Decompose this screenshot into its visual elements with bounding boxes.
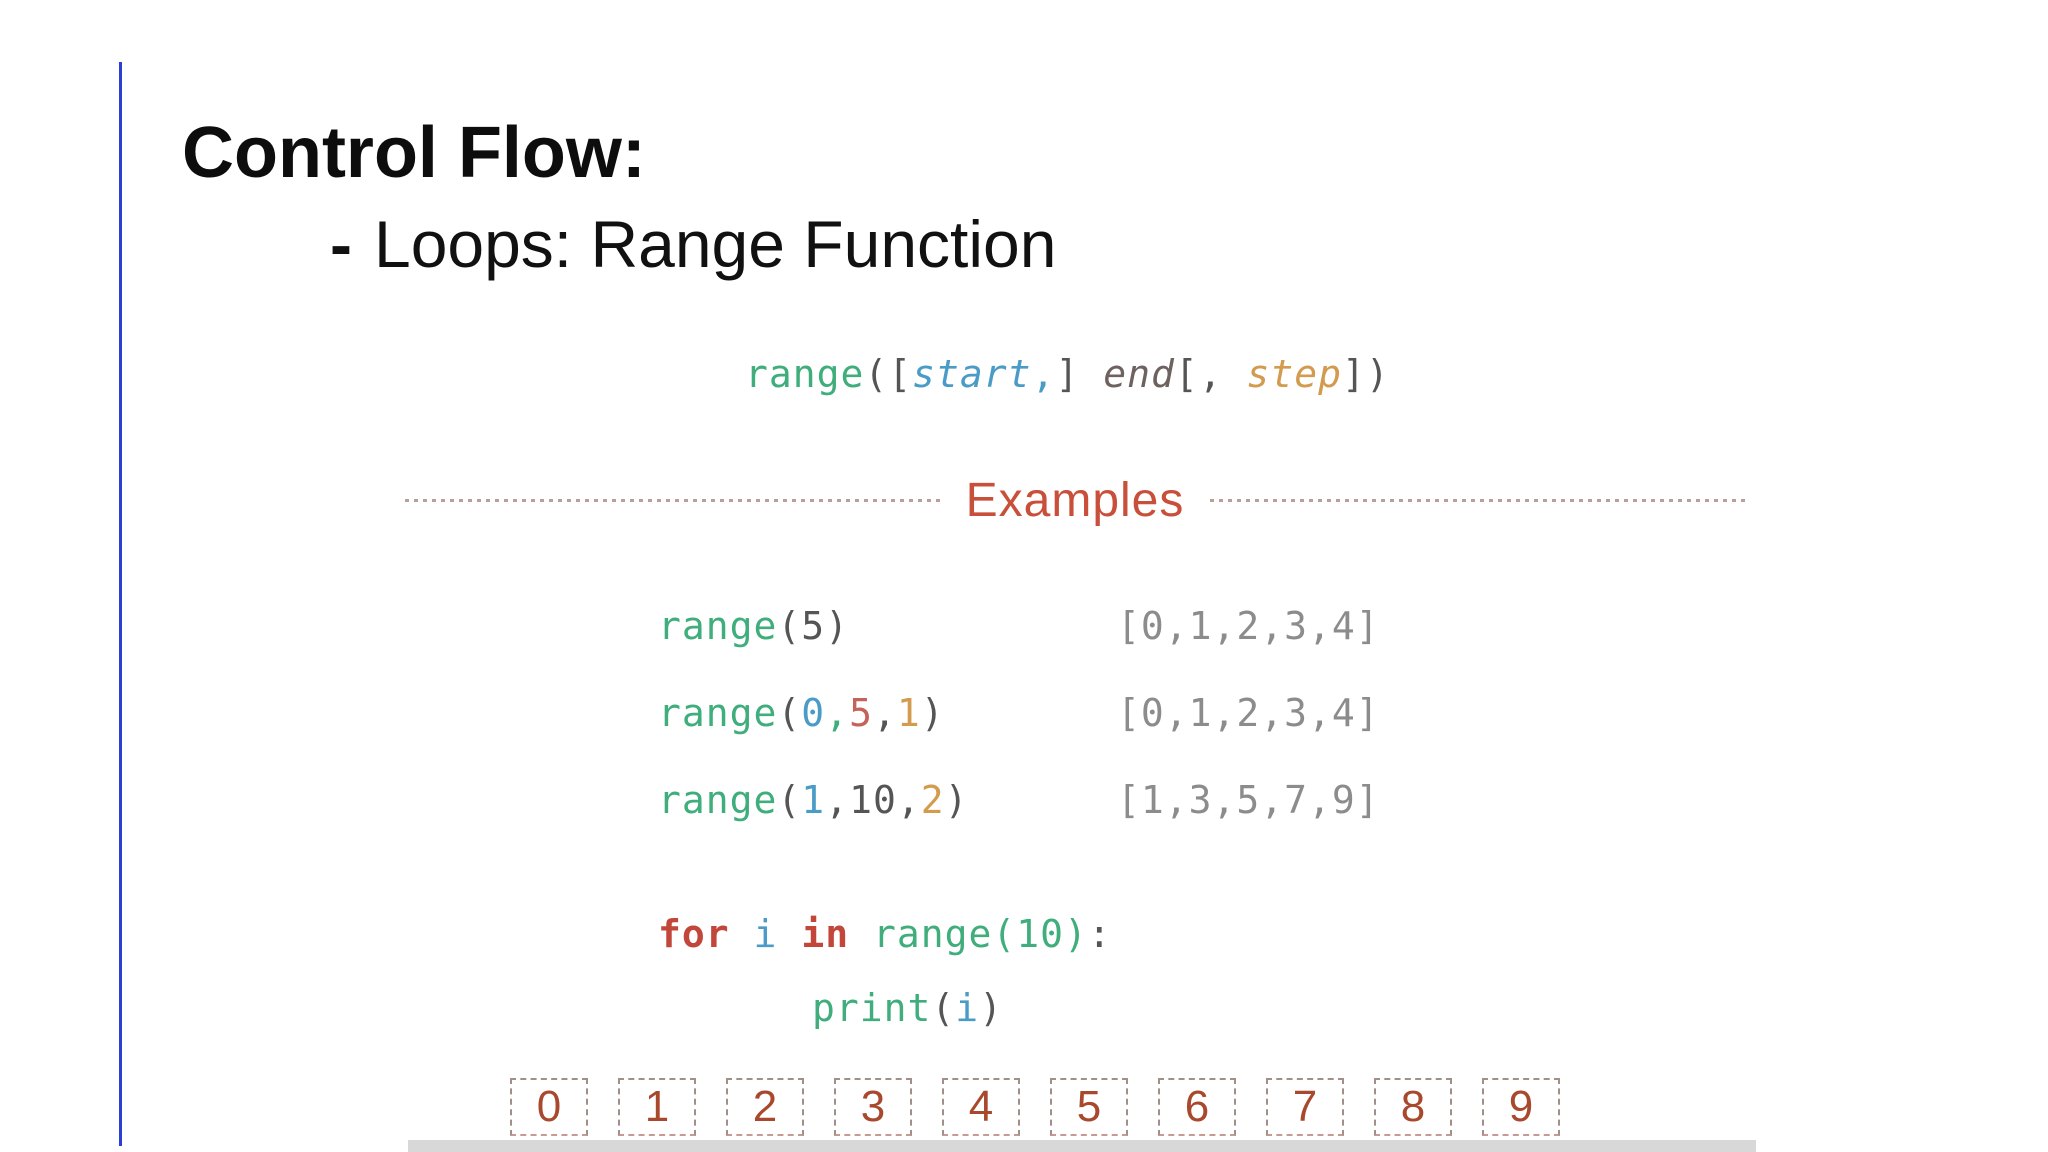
example-row: range(5) [0,1,2,3,4]: [658, 604, 1658, 652]
output-box: 8: [1374, 1078, 1452, 1136]
left-accent-line: [119, 62, 122, 1146]
subtitle-bullet-dash: -: [330, 207, 352, 281]
output-box: 7: [1266, 1078, 1344, 1136]
output-value: 9: [1508, 1082, 1534, 1131]
divider-dash-right: [1210, 498, 1745, 502]
loop-output-boxes: 0 1 2 3 4 5 6 7 8 9: [510, 1078, 1560, 1136]
slide-title: Control Flow:: [182, 113, 646, 193]
output-value: 5: [1076, 1082, 1102, 1131]
output-box: 9: [1482, 1078, 1560, 1136]
example-result: [0,1,2,3,4]: [1117, 691, 1380, 735]
example-result: [0,1,2,3,4]: [1117, 604, 1380, 648]
output-value: 8: [1400, 1082, 1426, 1131]
print-statement-code: print(i): [812, 986, 1004, 1030]
output-box: 5: [1050, 1078, 1128, 1136]
output-value: 0: [536, 1082, 562, 1131]
slide-subtitle: -Loops: Range Function: [330, 206, 1056, 282]
example-call-code: range(0,5,1): [658, 691, 945, 735]
output-value: 3: [860, 1082, 886, 1131]
output-box: 4: [942, 1078, 1020, 1136]
subtitle-text: Loops: Range Function: [373, 207, 1057, 281]
examples-heading: Examples: [965, 473, 1185, 527]
example-call-code: range(5): [658, 604, 850, 648]
examples-divider: Examples: [405, 472, 1745, 528]
example-result: [1,3,5,7,9]: [1117, 778, 1380, 822]
range-syntax-code: range([start,] end[, step]): [745, 352, 1390, 396]
output-box: 6: [1158, 1078, 1236, 1136]
example-call-code: range(1,10,2): [658, 778, 969, 822]
output-value: 6: [1184, 1082, 1210, 1131]
embedded-image-bottom-edge: [408, 1140, 1756, 1152]
output-box: 2: [726, 1078, 804, 1136]
output-value: 4: [968, 1082, 994, 1131]
divider-dash-left: [405, 498, 940, 502]
example-row: range(0,5,1) [0,1,2,3,4]: [658, 691, 1658, 739]
for-loop-code: for i in range(10):: [658, 912, 1112, 956]
example-row: range(1,10,2) [1,3,5,7,9]: [658, 778, 1658, 826]
output-box: 3: [834, 1078, 912, 1136]
output-value: 2: [752, 1082, 778, 1131]
output-value: 1: [644, 1082, 670, 1131]
output-value: 7: [1292, 1082, 1318, 1131]
output-box: 1: [618, 1078, 696, 1136]
output-box: 0: [510, 1078, 588, 1136]
